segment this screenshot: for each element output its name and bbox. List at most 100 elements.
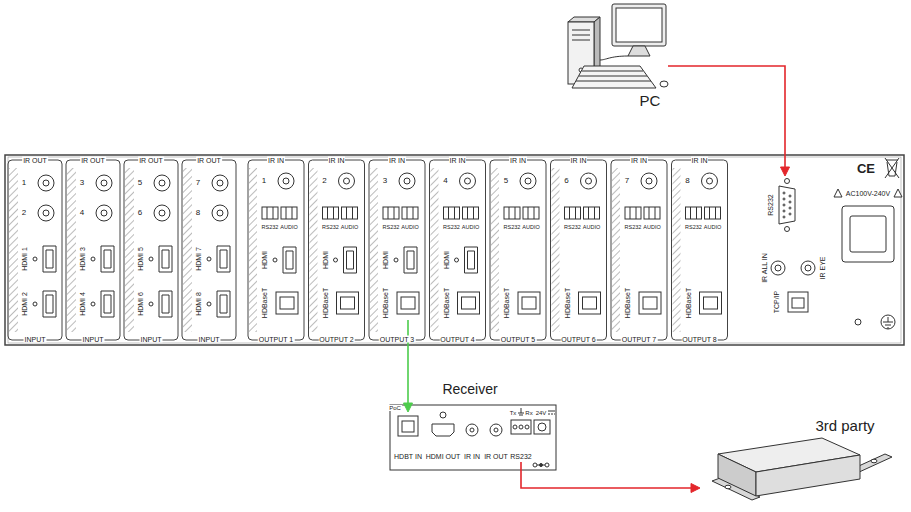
hdbaset-port <box>276 292 298 314</box>
hdbaset-port <box>397 292 419 314</box>
hdmi-port <box>344 247 357 273</box>
ir-jack <box>404 178 410 184</box>
ir-jack <box>38 205 54 221</box>
port-label: HDBaseT <box>624 287 631 319</box>
port-label: HDBaseT <box>442 287 449 319</box>
node-label: Receiver <box>441 382 498 396</box>
led <box>207 257 211 261</box>
port-label: RS232 <box>261 225 280 231</box>
ir-jack <box>641 173 657 189</box>
port-number: 2 <box>21 209 27 217</box>
output-group-frame <box>551 160 607 340</box>
hatching <box>370 168 378 332</box>
input-group-frame <box>182 160 236 340</box>
hdmi-port <box>159 246 172 272</box>
connector <box>668 66 790 176</box>
port-number: 2 <box>321 177 327 185</box>
hdbaset-port <box>458 292 480 314</box>
port-number: 1 <box>21 179 27 187</box>
group-label: INPUT <box>198 336 221 343</box>
rs232-terminal <box>686 207 702 219</box>
hatching <box>431 168 439 332</box>
group-label: OUTPUT 2 <box>318 336 355 343</box>
port-label: IR EYE <box>819 256 826 281</box>
hatching <box>612 168 620 332</box>
ir-jack <box>217 180 223 186</box>
rs232-port: RS232 <box>764 176 806 234</box>
output-group-frame <box>248 160 304 340</box>
port-number: 7 <box>624 177 630 185</box>
node-label: HDBaseT <box>382 287 389 319</box>
ir-jack <box>283 178 289 184</box>
ir-jack <box>212 175 228 191</box>
hdbaset-port: HDBaseT <box>377 286 421 320</box>
hdbaset-port <box>639 292 661 314</box>
group-label: OUTPUT 4 <box>439 336 476 343</box>
output-group-frame <box>309 160 365 340</box>
audio-terminal <box>402 207 418 219</box>
port-label: HDMI 8 <box>195 291 202 317</box>
hdbaset-port <box>337 292 359 314</box>
group-label: IR OUT <box>80 157 106 164</box>
port-label: RS232 <box>624 225 643 231</box>
rs232-terminal <box>565 207 581 219</box>
node-label: HDBT IN <box>393 453 423 460</box>
output-group-frame <box>490 160 546 340</box>
output-group-frame <box>611 160 667 340</box>
audio-terminal <box>644 207 660 219</box>
hatching <box>310 168 318 332</box>
ir-jack <box>525 178 531 184</box>
port-number: 8 <box>684 177 690 185</box>
hdbaset-port <box>583 297 597 309</box>
port-number: 4 <box>442 177 448 185</box>
port-number: 8 <box>195 209 201 217</box>
connector <box>521 462 700 493</box>
connector <box>404 320 413 412</box>
terminal-divider <box>449 207 474 219</box>
hdmi-port <box>465 247 478 273</box>
led <box>33 302 37 306</box>
ir-jack <box>646 178 652 184</box>
ir-jack <box>101 180 107 186</box>
hdmi-port <box>404 247 417 273</box>
node-label: AC100V-240V <box>845 190 891 197</box>
port-label: IR OUT <box>483 453 509 460</box>
ir-jack <box>154 205 170 221</box>
hdmi-port <box>283 247 296 273</box>
group-label: OUTPUT 3 <box>379 336 416 343</box>
ir-jack <box>581 173 597 189</box>
port-label: HDMI 6 <box>137 291 144 317</box>
terminal-divider <box>509 207 534 219</box>
port-label: IR IN <box>463 453 481 460</box>
port-label: AUDIO <box>703 225 722 231</box>
rs232-terminal <box>444 207 460 219</box>
ir-jack <box>702 173 718 189</box>
port-label: AUDIO <box>521 225 540 231</box>
hdbt-in-port: HDBT IN <box>392 412 424 462</box>
hatching <box>249 168 257 332</box>
port-label: HDMI 2 <box>21 291 28 317</box>
led <box>91 302 95 306</box>
rs232-terminal <box>625 207 641 219</box>
group-label: IR OUT <box>196 157 222 164</box>
input-group-frame <box>8 160 62 340</box>
led <box>149 302 153 306</box>
ir-jack <box>96 205 112 221</box>
ir-jack <box>460 173 476 189</box>
port-label: RS232 <box>563 225 582 231</box>
ir-jack <box>278 173 294 189</box>
ir-jack <box>586 178 592 184</box>
terminal-divider <box>388 207 413 219</box>
arrowhead <box>404 403 413 412</box>
rs232-terminal <box>323 207 339 219</box>
group-label: OUTPUT 5 <box>500 336 537 343</box>
hdbaset-port <box>462 297 476 309</box>
port-label: HDMI <box>321 250 328 270</box>
power-label: 24V <box>535 410 548 416</box>
port-number: 3 <box>79 179 85 187</box>
hdbaset-port <box>401 297 415 309</box>
group-label: IR IN <box>509 157 527 164</box>
led <box>394 258 398 262</box>
ir-jack <box>159 210 165 216</box>
ir-jack <box>344 178 350 184</box>
